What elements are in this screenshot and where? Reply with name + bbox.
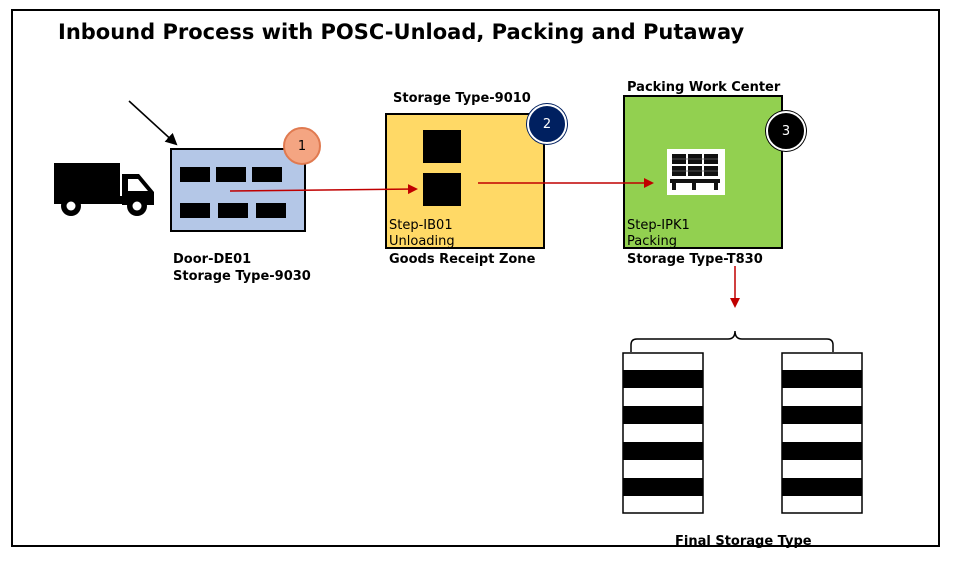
step-number: 1 — [297, 138, 307, 154]
step-number: 2 — [542, 116, 552, 132]
step-badge-1: 1 — [283, 127, 321, 165]
diagram-frame — [11, 9, 940, 547]
door-slot — [252, 167, 282, 182]
diagram-title: Inbound Process with POSC-Unload, Packin… — [58, 20, 745, 44]
goods-receipt-zone-label: Goods Receipt Zone — [389, 252, 536, 267]
door-slot — [180, 167, 210, 182]
step-badge-2: 2 — [527, 104, 567, 144]
unloading-label: Unloading — [389, 234, 455, 249]
goods-receipt-zone-box: Step-IB01 Unloading — [385, 113, 545, 249]
packing-work-center-box: Step-IPK1 Packing — [623, 95, 783, 249]
step-badge-3: 3 — [766, 111, 806, 151]
storage-type-t830-label: Storage Type-T830 — [627, 252, 763, 267]
door-de01-box — [170, 148, 306, 232]
storage-9010-header: Storage Type-9010 — [393, 91, 531, 106]
packing-work-center-header: Packing Work Center — [627, 80, 781, 95]
unloading-slot — [423, 173, 461, 206]
door-slot — [216, 167, 246, 182]
door-storage-type-label: Storage Type-9030 — [173, 269, 311, 284]
door-slot — [180, 203, 210, 218]
step-number: 3 — [781, 123, 791, 139]
door-slot — [218, 203, 248, 218]
door-label: Door-DE01 — [173, 252, 252, 267]
final-storage-type-label: Final Storage Type — [675, 534, 812, 549]
step-ipk1-label: Step-IPK1 — [627, 218, 690, 233]
unloading-slot — [423, 130, 461, 163]
step-ib01-label: Step-IB01 — [389, 218, 453, 233]
packing-label: Packing — [627, 234, 678, 249]
door-slot — [256, 203, 286, 218]
